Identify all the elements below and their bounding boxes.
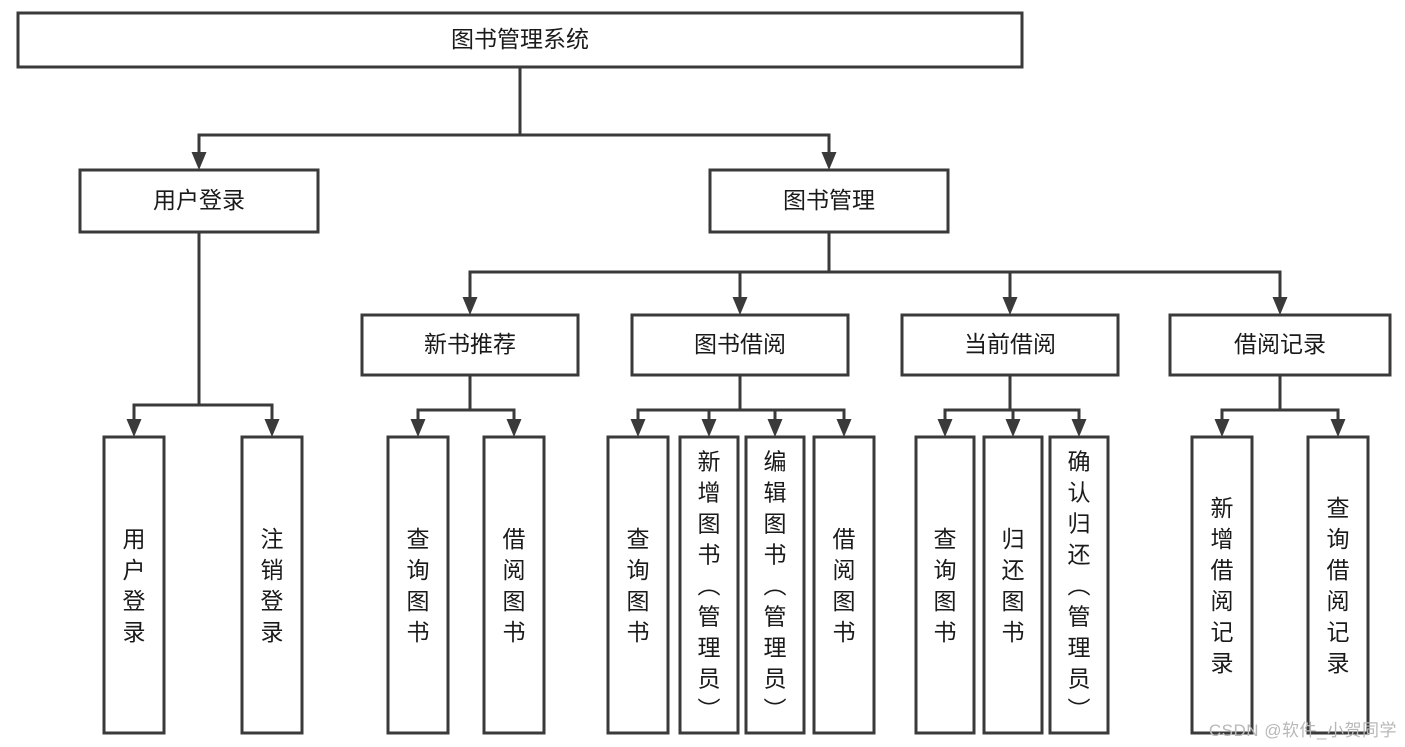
node-leaf_0[interactable]: 用户登录 bbox=[102, 435, 166, 735]
node-box[interactable] bbox=[16, 11, 1024, 69]
node-label: 图书管理系统 bbox=[451, 26, 589, 52]
node-box[interactable] bbox=[900, 313, 1120, 377]
arrow-head-icon bbox=[1272, 297, 1288, 315]
arrow-head-icon bbox=[732, 297, 748, 315]
arrow-head-icon bbox=[1214, 419, 1230, 437]
node-label: 用户登录 bbox=[153, 187, 245, 213]
arrow-head-icon bbox=[506, 419, 522, 437]
node-box[interactable] bbox=[102, 435, 166, 735]
arrow-head-icon bbox=[191, 152, 207, 170]
node-leaf_10[interactable]: 确认归还︵管理员︶ bbox=[1048, 435, 1110, 735]
node-box[interactable] bbox=[744, 435, 806, 735]
node-box[interactable] bbox=[1048, 435, 1110, 735]
connector-group bbox=[1214, 373, 1346, 437]
connector-layer bbox=[126, 65, 1346, 437]
node-leaf_11[interactable]: 新增借阅记录 bbox=[1190, 435, 1254, 735]
arrow-head-icon bbox=[264, 419, 280, 437]
node-label: 查询借阅记录 bbox=[1327, 495, 1350, 676]
node-box[interactable] bbox=[812, 435, 876, 735]
node-box[interactable] bbox=[630, 313, 850, 377]
node-layer: 图书管理系统用户登录图书管理新书推荐图书借阅当前借阅借阅记录用户登录注销登录查询… bbox=[16, 11, 1392, 735]
watermark: CSDN @软件_小贺同学 bbox=[1208, 721, 1397, 740]
node-leaf_9[interactable]: 归还图书 bbox=[982, 435, 1044, 735]
connector-group bbox=[462, 230, 1288, 315]
node-label: 用户登录 bbox=[123, 526, 146, 645]
node-label: 查询图书 bbox=[934, 526, 957, 645]
node-box[interactable] bbox=[482, 435, 546, 735]
node-label: 借阅图书 bbox=[833, 526, 856, 645]
node-box[interactable] bbox=[1168, 313, 1392, 377]
arrow-head-icon bbox=[1002, 297, 1018, 315]
arrow-head-icon bbox=[1071, 419, 1087, 437]
node-l3_1[interactable]: 图书借阅 bbox=[630, 313, 850, 377]
connector-group bbox=[126, 230, 280, 437]
node-label: 查询图书 bbox=[407, 526, 430, 645]
connector-group bbox=[410, 373, 522, 437]
node-leaf_1[interactable]: 注销登录 bbox=[240, 435, 304, 735]
arrow-head-icon bbox=[462, 297, 478, 315]
node-box[interactable] bbox=[678, 435, 740, 735]
node-box[interactable] bbox=[982, 435, 1044, 735]
node-label: 借阅记录 bbox=[1234, 331, 1326, 357]
node-box[interactable] bbox=[240, 435, 304, 735]
node-label: 确认归还︵管理员︶ bbox=[1068, 449, 1091, 723]
node-box[interactable] bbox=[914, 435, 976, 735]
arrow-head-icon bbox=[937, 419, 953, 437]
node-box[interactable] bbox=[386, 435, 450, 735]
arrow-head-icon bbox=[701, 419, 717, 437]
node-label: 注销登录 bbox=[261, 526, 284, 645]
arrow-head-icon bbox=[1005, 419, 1021, 437]
connector-group bbox=[191, 65, 837, 170]
arrow-head-icon bbox=[1330, 419, 1346, 437]
node-label: 新增借阅记录 bbox=[1211, 495, 1234, 676]
node-leaf_12[interactable]: 查询借阅记录 bbox=[1306, 435, 1370, 735]
node-box[interactable] bbox=[78, 168, 320, 234]
node-label: 新增图书︵管理员︶ bbox=[698, 449, 721, 723]
node-label: 归还图书 bbox=[1002, 526, 1025, 645]
node-l3_2[interactable]: 当前借阅 bbox=[900, 313, 1120, 377]
node-leaf_4[interactable]: 查询图书 bbox=[606, 435, 670, 735]
node-leaf_2[interactable]: 查询图书 bbox=[386, 435, 450, 735]
arrow-head-icon bbox=[767, 419, 783, 437]
node-box[interactable] bbox=[1306, 435, 1370, 735]
arrow-head-icon bbox=[410, 419, 426, 437]
node-box[interactable] bbox=[606, 435, 670, 735]
arrow-head-icon bbox=[630, 419, 646, 437]
arrow-head-icon bbox=[821, 152, 837, 170]
node-label: 查询图书 bbox=[627, 526, 650, 645]
node-leaf_8[interactable]: 查询图书 bbox=[914, 435, 976, 735]
node-label: 图书借阅 bbox=[694, 331, 786, 357]
node-leaf_5[interactable]: 新增图书︵管理员︶ bbox=[678, 435, 740, 735]
node-leaf_3[interactable]: 借阅图书 bbox=[482, 435, 546, 735]
node-l3_3[interactable]: 借阅记录 bbox=[1168, 313, 1392, 377]
node-l2_0[interactable]: 用户登录 bbox=[78, 168, 320, 234]
node-box[interactable] bbox=[708, 168, 950, 234]
node-label: 借阅图书 bbox=[503, 526, 526, 645]
node-label: 图书管理 bbox=[783, 187, 875, 213]
node-box[interactable] bbox=[360, 313, 580, 377]
node-box[interactable] bbox=[1190, 435, 1254, 735]
node-l3_0[interactable]: 新书推荐 bbox=[360, 313, 580, 377]
node-root[interactable]: 图书管理系统 bbox=[16, 11, 1024, 69]
node-label: 编辑图书︵管理员︶ bbox=[764, 449, 787, 723]
node-label: 当前借阅 bbox=[964, 331, 1056, 357]
node-leaf_7[interactable]: 借阅图书 bbox=[812, 435, 876, 735]
arrow-head-icon bbox=[836, 419, 852, 437]
node-l2_1[interactable]: 图书管理 bbox=[708, 168, 950, 234]
node-leaf_6[interactable]: 编辑图书︵管理员︶ bbox=[744, 435, 806, 735]
node-label: 新书推荐 bbox=[424, 331, 516, 357]
connector-group bbox=[937, 373, 1087, 437]
arrow-head-icon bbox=[126, 419, 142, 437]
connector-group bbox=[630, 373, 852, 437]
